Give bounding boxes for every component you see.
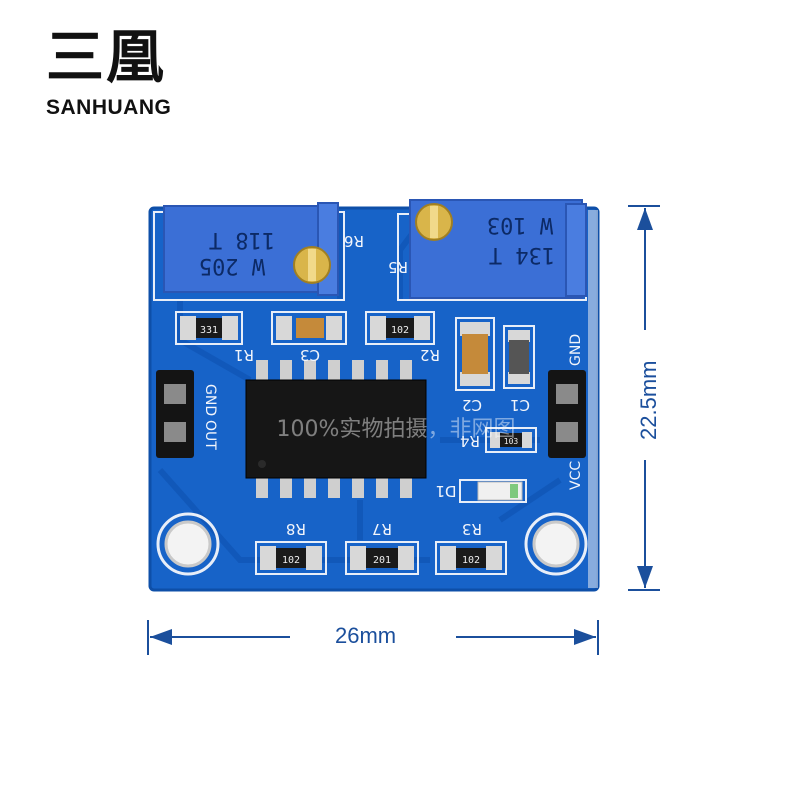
- brand-logo-chinese: 三凰: [46, 23, 167, 91]
- silk-r3: R3: [462, 520, 482, 538]
- pot-left-code-line1: 118 T: [209, 227, 275, 252]
- silk-r1: R1: [234, 346, 254, 364]
- silk-c1: C1: [510, 396, 530, 414]
- width-dimension: [147, 620, 599, 655]
- brand-logo-english: SANHUANG: [46, 96, 172, 119]
- height-label: 22.5mm: [636, 360, 661, 440]
- ic-chip: [245, 360, 427, 498]
- resistor-r2-code: 102: [391, 325, 409, 336]
- resistor-r4-code: 103: [504, 437, 519, 446]
- silk-r4: R4: [460, 432, 480, 450]
- watermark-text: 100%实物拍摄，非网图: [277, 417, 516, 442]
- pot-right-code-line1: W 103: [487, 212, 553, 237]
- resistor-r7-code: 201: [373, 555, 391, 566]
- resistor-r1: 331: [175, 311, 243, 345]
- silkscreen-labels: R6 R5 R1 C3 R2 C2 C1 R4 D1 R8 R7 R3 GND …: [202, 232, 584, 538]
- width-label: 26mm: [335, 623, 397, 648]
- pot-right-code-line2: 134 T: [489, 242, 555, 267]
- mount-hole-right: [524, 512, 588, 576]
- resistor-r2: 102: [365, 311, 435, 345]
- silk-r6: R6: [344, 232, 364, 250]
- resistor-r3-code: 102: [462, 555, 480, 566]
- capacitor-c2: [455, 317, 495, 391]
- resistor-r7: 201: [345, 541, 419, 575]
- silk-r8: R8: [286, 520, 306, 538]
- resistor-r1-code: 331: [200, 325, 218, 336]
- potentiometer-left: 118 T W 205: [163, 202, 339, 296]
- header-left: [156, 370, 194, 458]
- resistor-r8: 102: [255, 541, 327, 575]
- silk-r5: R5: [388, 258, 408, 276]
- silk-d1: D1: [435, 482, 456, 500]
- capacitor-c3: [271, 311, 347, 345]
- height-dimension: [628, 205, 660, 591]
- header-right: [548, 370, 586, 458]
- capacitor-c1: [503, 325, 535, 389]
- resistor-r8-code: 102: [282, 555, 300, 566]
- silk-out: OUT: [202, 420, 218, 450]
- mount-hole-left: [156, 512, 220, 576]
- led-d1: [459, 479, 527, 503]
- silk-c3: C3: [300, 346, 320, 364]
- pot-left-code-line2: W 205: [199, 253, 265, 278]
- resistor-r3: 102: [435, 541, 507, 575]
- silk-r7: R7: [372, 520, 392, 538]
- silk-gnd-left: GND: [202, 384, 218, 416]
- silk-vcc: VCC: [568, 461, 584, 490]
- resistor-r4: 103: [485, 427, 537, 453]
- potentiometer-right: W 103 134 T: [409, 199, 587, 299]
- silk-c2: C2: [462, 396, 482, 414]
- silk-r2: R2: [420, 346, 440, 364]
- silk-gnd-right: GND: [568, 334, 584, 366]
